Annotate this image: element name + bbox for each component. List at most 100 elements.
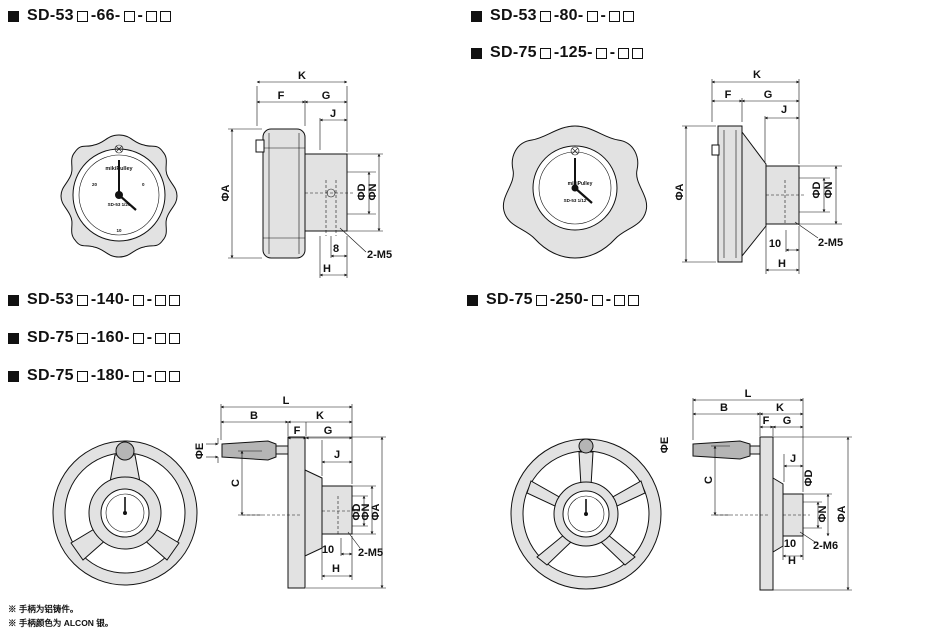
dim-H: H xyxy=(323,263,331,275)
hub xyxy=(321,485,353,535)
blank-box xyxy=(539,10,551,22)
dim-D: ΦD xyxy=(811,181,823,198)
dial-cap xyxy=(711,144,720,156)
dial-face xyxy=(78,154,160,236)
set-screw-hole xyxy=(326,188,336,198)
handle-boss xyxy=(578,438,594,454)
dim-8: 8 xyxy=(333,243,339,255)
handle-shaft xyxy=(275,445,289,455)
spoke xyxy=(578,451,594,487)
dim-D: ΦD xyxy=(803,469,815,486)
dim-2-M5: 2-M5 xyxy=(367,249,392,261)
dial-face xyxy=(538,151,612,225)
dial-hub xyxy=(571,184,579,192)
dim-J: J xyxy=(781,104,787,116)
dim-A: ΦA xyxy=(674,183,686,200)
dial-brand: mikiPulley xyxy=(568,181,593,187)
front-view-sd53-80: mikiPulley SD-53 1/12 xyxy=(502,125,648,259)
dim-K: K xyxy=(316,410,324,422)
index-mark xyxy=(114,144,124,154)
wheel-rim-side xyxy=(287,436,306,589)
dim-F: F xyxy=(294,425,301,437)
blank-box xyxy=(132,294,144,306)
dim-K: K xyxy=(298,70,306,82)
dim-H: H xyxy=(778,258,786,270)
dim-10: 10 xyxy=(784,538,796,550)
dim-G: G xyxy=(324,425,333,437)
dim-N: ΦN xyxy=(817,505,829,522)
dim-D: ΦD xyxy=(351,503,363,520)
dim-K: K xyxy=(776,402,784,414)
blank-box xyxy=(539,47,551,59)
handle-shaft xyxy=(749,445,761,455)
dial-face xyxy=(105,493,145,533)
dial-cap xyxy=(255,139,265,153)
footnote-color: ※ 手柄颜色为 ALCON 银。 xyxy=(8,618,114,628)
dim-A: ΦA xyxy=(836,505,848,522)
bullet-square xyxy=(8,370,19,382)
dim-J: J xyxy=(334,449,340,461)
dim-F: F xyxy=(763,415,770,427)
bullet-square xyxy=(8,332,19,344)
handle-grip xyxy=(692,440,751,460)
dim-N: ΦN xyxy=(360,503,372,520)
dial-tick-label: 10 xyxy=(116,228,122,233)
blank-box xyxy=(609,10,621,22)
dial-tick-label: 20 xyxy=(92,182,98,187)
blank-box xyxy=(628,294,640,306)
knob-body xyxy=(717,125,743,263)
dim-H: H xyxy=(788,555,796,567)
handle-boss xyxy=(115,441,135,461)
model-header-sd53-80: SD-53-80-- xyxy=(471,7,637,25)
dim-K: K xyxy=(753,69,761,81)
blank-box xyxy=(618,47,630,59)
dial-model-label: SD-53 1/20 xyxy=(108,202,131,207)
index-mark xyxy=(570,146,580,156)
dim-A: ΦA xyxy=(370,503,382,520)
model-header-sd75-125: SD-75-125-- xyxy=(471,44,646,62)
dim-N: ΦN xyxy=(823,181,835,198)
side-view-sd75-250: L B K F G J ΦE C ΦD ΦN ΦA 10 H 2-M6 xyxy=(659,388,852,591)
dim-2-M6: 2-M6 xyxy=(813,540,838,552)
side-view-sd53-66: K F G J ΦA ΦD ΦN H 8 2-M5 xyxy=(220,70,392,278)
dim-L: L xyxy=(745,388,752,400)
dim-A: ΦA xyxy=(220,184,232,201)
dial-model-label: SD-53 1/12 xyxy=(564,198,587,203)
blank-box xyxy=(155,294,167,306)
knob-taper xyxy=(741,130,767,258)
blank-box xyxy=(132,370,144,382)
wheel-web xyxy=(304,469,323,557)
dim-F: F xyxy=(725,89,732,101)
model-header-sd75-250: SD-75-250-- xyxy=(467,291,642,309)
blank-box xyxy=(169,332,181,344)
dial-tick-label: 0 xyxy=(142,182,145,187)
blank-box xyxy=(586,10,598,22)
dim-J: J xyxy=(330,108,336,120)
dim-D: ΦD xyxy=(356,183,368,200)
model-header-sd53-66: SD-53-66-- xyxy=(8,7,174,25)
dim-B: B xyxy=(250,410,258,422)
blank-box xyxy=(623,10,635,22)
dim-G: G xyxy=(783,415,792,427)
front-view-sd53-140 xyxy=(52,440,198,586)
blank-box xyxy=(169,370,181,382)
dim-L: L xyxy=(283,395,290,407)
footnote-material: ※ 手柄为铝铸件。 xyxy=(8,604,79,614)
blank-box xyxy=(132,332,144,344)
dial-hub xyxy=(115,191,123,199)
bullet-square xyxy=(8,294,19,306)
dial-face xyxy=(567,495,605,533)
blank-box xyxy=(614,294,626,306)
blank-box xyxy=(76,370,88,382)
side-view-sd53-80: K F G J ΦA ΦD ΦN H 10 2-M5 xyxy=(674,69,843,274)
dim-G: G xyxy=(322,90,331,102)
dim-C: C xyxy=(230,479,242,487)
dim-E: ΦE xyxy=(659,437,671,453)
blank-box xyxy=(169,294,181,306)
blank-box xyxy=(155,332,167,344)
blank-box xyxy=(123,10,135,22)
blank-box xyxy=(146,10,158,22)
model-header-sd75-180: SD-75-180-- xyxy=(8,367,183,385)
bullet-square xyxy=(467,294,478,306)
